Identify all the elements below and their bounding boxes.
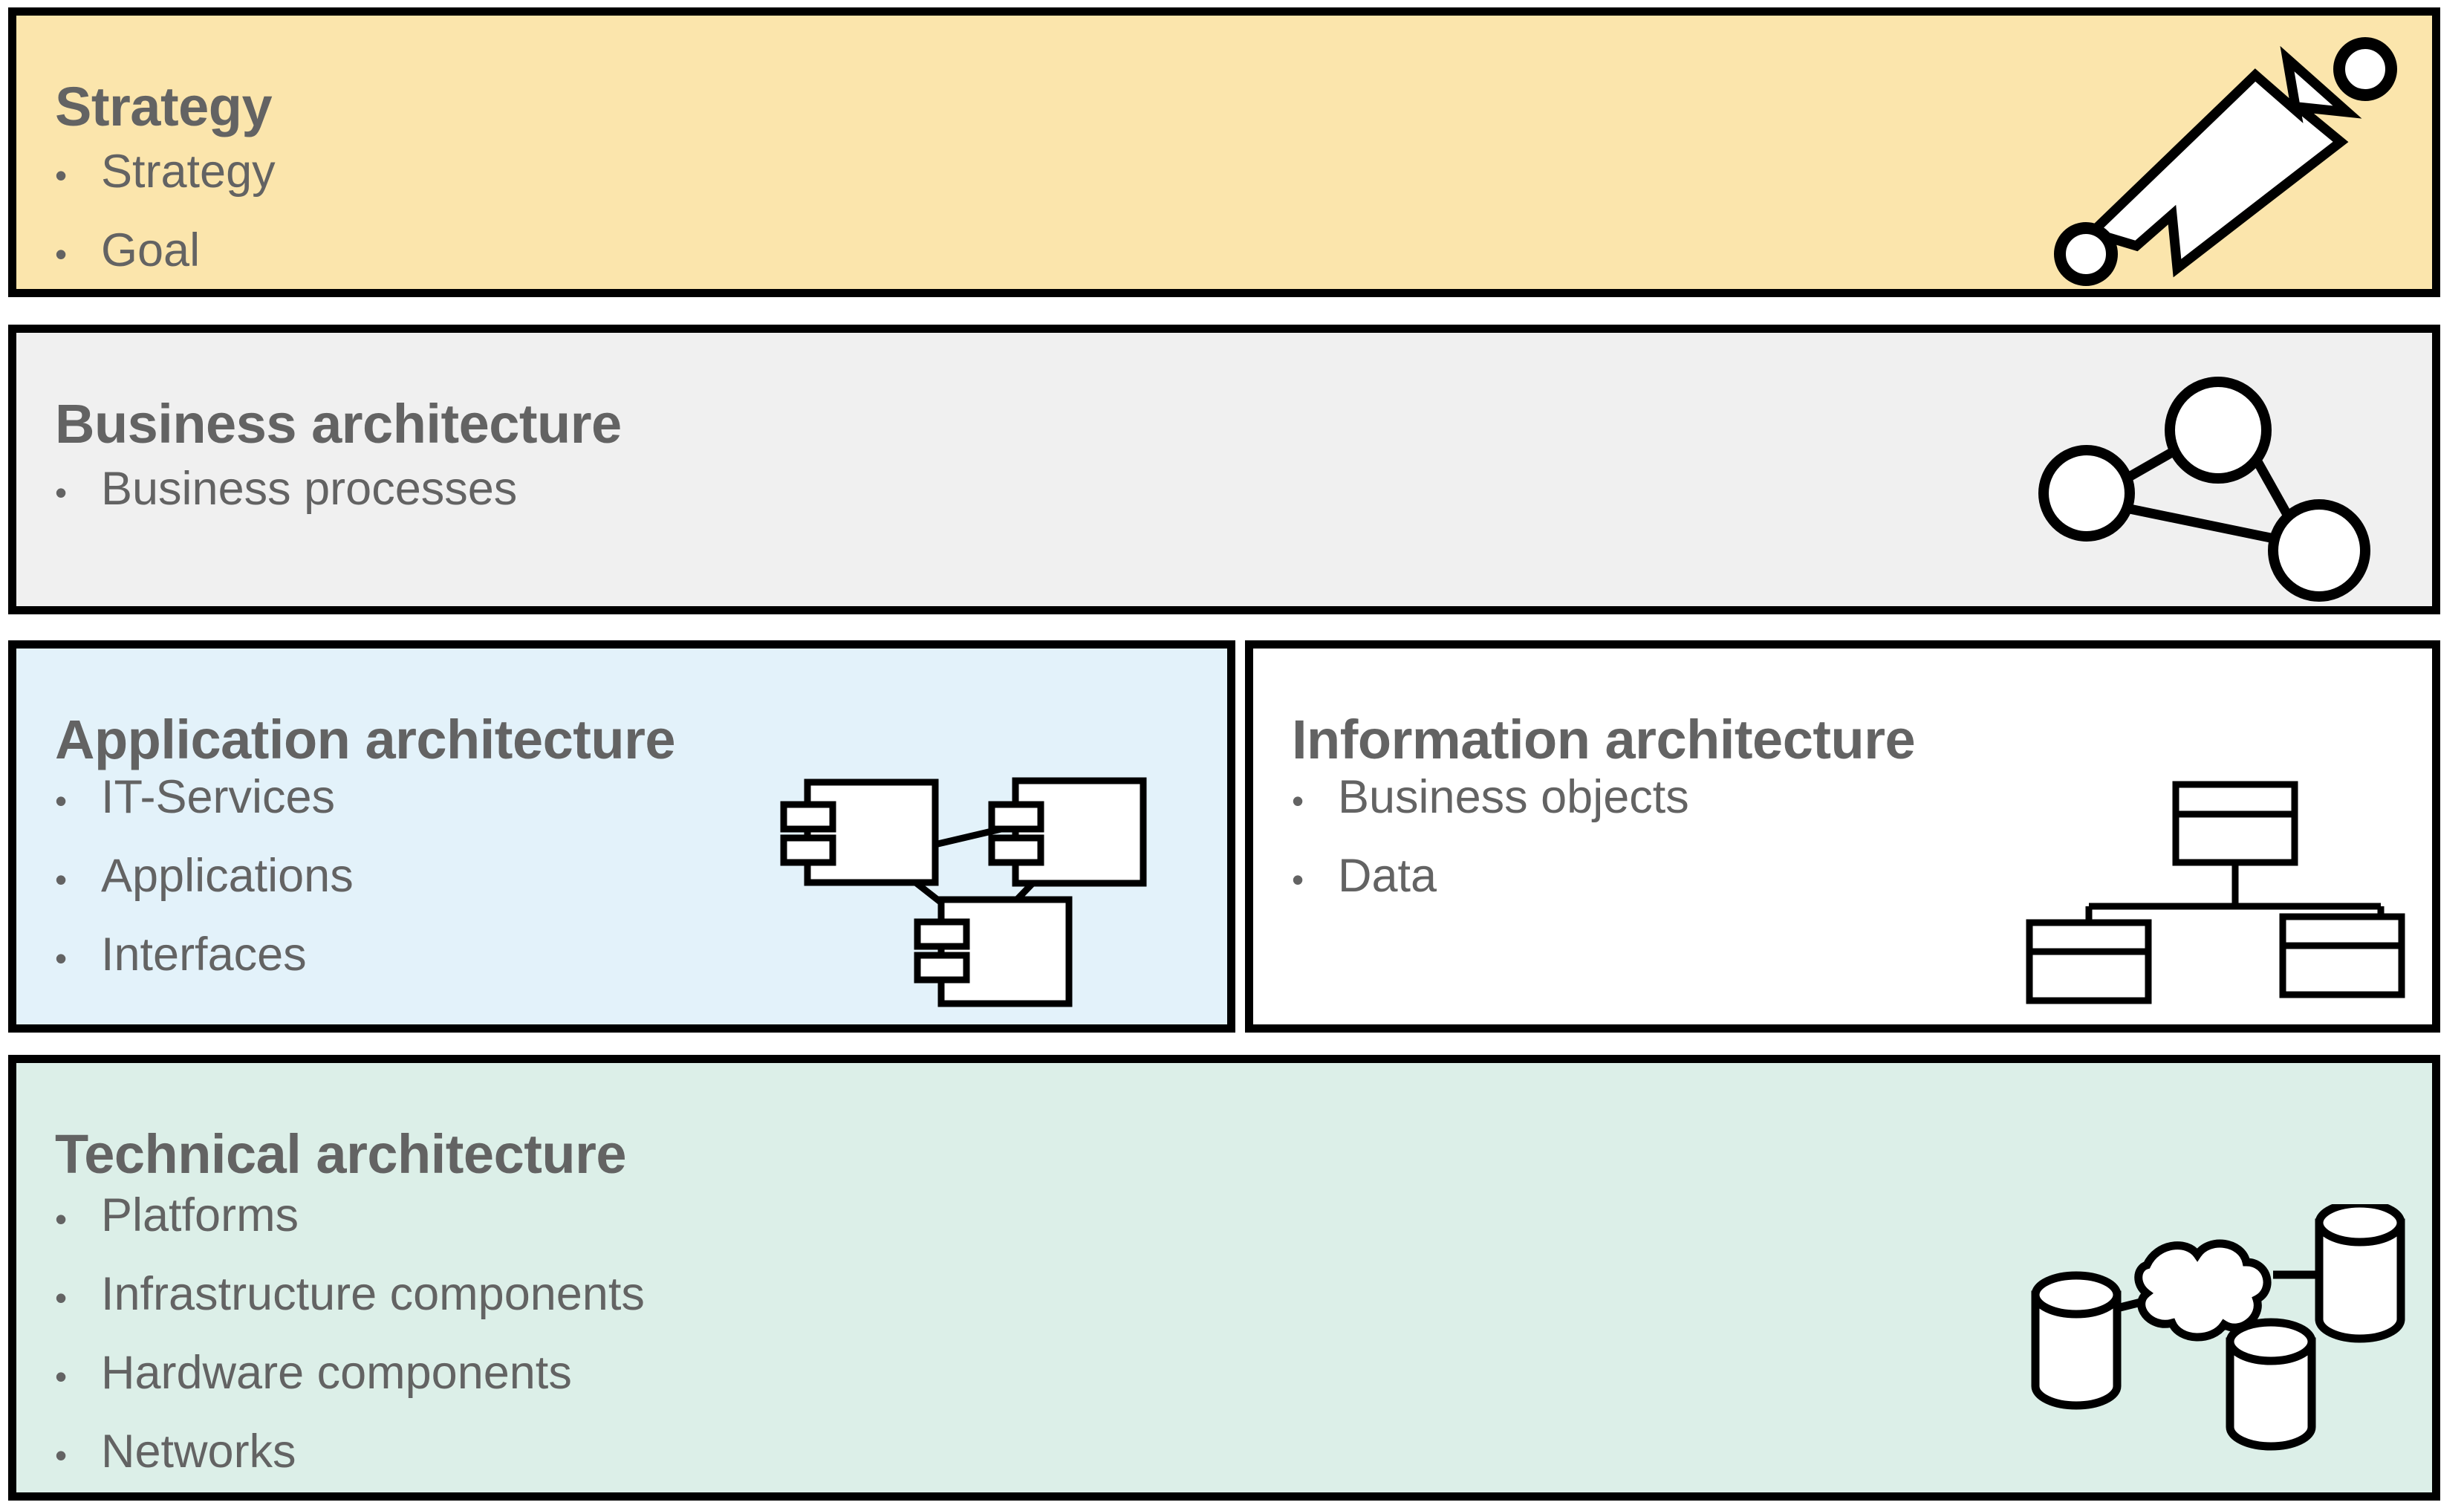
list-item-label: Data <box>1338 850 1437 902</box>
bullet-dot-icon: • <box>55 1436 68 1475</box>
layer-title-information-architecture: Information architecture <box>1292 709 1916 771</box>
layer-application-architecture[interactable]: Application architecture • IT-Services •… <box>8 640 1235 1033</box>
list-item: • Networks <box>55 1414 645 1492</box>
list-item-label: Goal <box>101 224 201 276</box>
bullet-dot-icon: • <box>55 860 68 899</box>
list-item: • Business processes <box>55 452 517 530</box>
process-network-icon <box>2016 339 2402 606</box>
list-item-label: Interfaces <box>101 929 307 981</box>
bullet-dot-icon: • <box>55 473 68 512</box>
list-item: • Data <box>1292 839 1689 917</box>
bullet-list-business-architecture: • Business processes <box>55 452 517 530</box>
bullet-dot-icon: • <box>55 156 68 195</box>
bullet-dot-icon: • <box>55 235 68 273</box>
layer-title-application-architecture: Application architecture <box>55 709 676 771</box>
bullet-list-application-architecture: • IT-Services • Applications • Interface… <box>55 760 354 996</box>
list-item-label: Hardware components <box>101 1347 572 1399</box>
bullet-dot-icon: • <box>55 1200 68 1238</box>
server-cloud-icon <box>1992 1204 2423 1457</box>
list-item-label: Networks <box>101 1426 296 1478</box>
list-item-label: Business objects <box>1338 771 1689 823</box>
layer-technical-architecture[interactable]: Technical architecture • Platforms • Inf… <box>8 1055 2440 1501</box>
bullet-list-information-architecture: • Business objects • Data <box>1292 760 1689 917</box>
layer-title-business-architecture: Business architecture <box>55 393 622 455</box>
layer-strategy[interactable]: Strategy • Strategy • Goal <box>8 7 2440 297</box>
bullet-dot-icon: • <box>55 1278 68 1317</box>
bullet-dot-icon: • <box>55 939 68 978</box>
bullet-dot-icon: • <box>1292 781 1304 820</box>
bullet-list-strategy: • Strategy • Goal <box>55 134 276 289</box>
list-item: • Hardware components <box>55 1336 645 1414</box>
list-item: • IT-Services <box>55 760 354 839</box>
layer-title-strategy: Strategy <box>55 76 273 138</box>
list-item-label: Platforms <box>101 1189 299 1241</box>
layer-business-architecture[interactable]: Business architecture • Business process… <box>8 325 2440 614</box>
layer-title-technical-architecture: Technical architecture <box>55 1123 627 1186</box>
list-item-label: Strategy <box>101 146 276 198</box>
list-item: • Platforms <box>55 1178 645 1257</box>
list-item: • Interfaces <box>55 917 354 996</box>
strategy-arrow-icon <box>2040 23 2411 289</box>
list-item: • Business objects <box>1292 760 1689 839</box>
bullet-dot-icon: • <box>55 1357 68 1396</box>
list-item: • Infrastructure components <box>55 1257 645 1336</box>
list-item: • Strategy <box>55 134 276 213</box>
bullet-dot-icon: • <box>55 781 68 820</box>
list-item-label: IT-Services <box>101 771 336 823</box>
list-item-label: Infrastructure components <box>101 1268 645 1320</box>
bullet-list-technical-architecture: • Platforms • Infrastructure components … <box>55 1178 645 1492</box>
list-item: • Goal <box>55 213 276 289</box>
uml-class-hierarchy-icon <box>2011 764 2412 1024</box>
list-item-label: Applications <box>101 850 354 902</box>
bullet-dot-icon: • <box>1292 860 1304 899</box>
uml-component-icon <box>759 775 1168 1020</box>
list-item-label: Business processes <box>101 463 518 515</box>
layer-information-architecture[interactable]: Information architecture • Business obje… <box>1245 640 2440 1033</box>
list-item: • Applications <box>55 839 354 917</box>
